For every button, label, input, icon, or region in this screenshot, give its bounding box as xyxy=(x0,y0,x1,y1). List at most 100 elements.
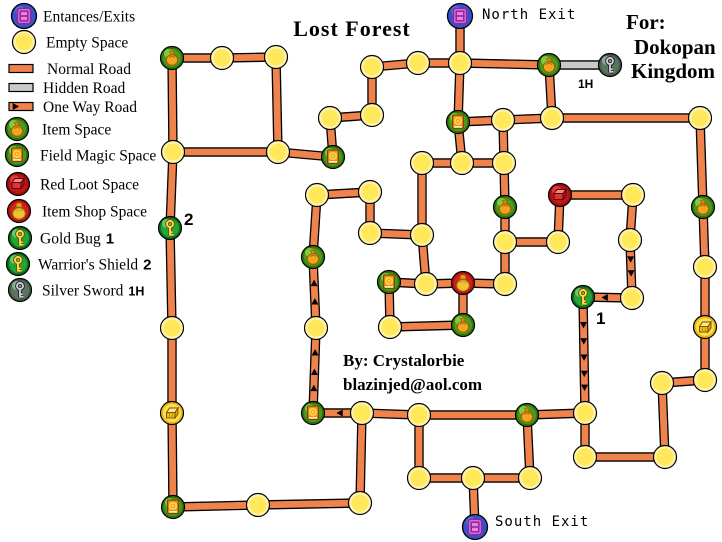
map-node-empty xyxy=(692,367,718,393)
map-label: 2 xyxy=(184,210,193,229)
map-node-empty xyxy=(317,105,343,131)
legend-item-label: Entances/Exits xyxy=(43,9,135,26)
map-node-empty xyxy=(617,227,643,253)
road-oneway xyxy=(308,327,321,414)
map-node-silversword xyxy=(597,52,623,78)
one-way-arrow-icon xyxy=(580,338,588,345)
map-node-fieldmagic xyxy=(160,494,186,520)
map-node-shop xyxy=(450,270,476,296)
roads-layer xyxy=(165,16,710,528)
map-node-empty xyxy=(620,182,646,208)
legend-item-label: Item Shop Space xyxy=(42,204,147,221)
map-node-empty xyxy=(517,465,543,491)
map-node-empty xyxy=(447,50,473,76)
map-node-empty xyxy=(490,107,516,133)
map-node-empty xyxy=(377,314,403,340)
one-way-arrow-icon xyxy=(311,298,319,305)
legend-item-label: One Way Road xyxy=(43,99,137,116)
map-node-empty xyxy=(303,315,329,341)
map-node-empty xyxy=(359,54,385,80)
road-normal xyxy=(271,56,283,153)
map-node-empty xyxy=(159,315,185,341)
one-way-arrow-icon xyxy=(310,279,318,287)
for-line-2: Dokopan xyxy=(634,35,716,59)
map-node-empty xyxy=(245,492,271,518)
map-node-redloot xyxy=(5,171,31,197)
map-node-fieldmagic xyxy=(4,142,30,168)
legend-item-entrance: Entances/Exits xyxy=(10,2,135,30)
map-node-empty xyxy=(572,444,598,470)
map-node-empty xyxy=(649,370,675,396)
map-node-item xyxy=(492,194,518,220)
road-normal xyxy=(172,500,259,512)
legend-item-normal: Normal Road xyxy=(8,61,131,78)
map-node-goldbug xyxy=(7,225,33,251)
map-node-empty xyxy=(460,465,486,491)
map-node-shop xyxy=(6,198,32,224)
map-node-fieldmagic xyxy=(376,269,402,295)
map-node-warriorshield xyxy=(157,215,183,241)
map-node-empty xyxy=(406,465,432,491)
one-way-arrow-icon xyxy=(601,293,608,301)
map-node-empty xyxy=(409,150,435,176)
north-exit-label: North Exit xyxy=(482,7,576,23)
road-normal xyxy=(657,382,670,458)
map-label: 1 xyxy=(596,309,605,328)
road-normal xyxy=(257,498,361,510)
map-node-redloot xyxy=(547,182,573,208)
road-normal xyxy=(167,412,178,508)
map-node-empty xyxy=(413,271,439,297)
one-way-arrow-icon xyxy=(12,103,20,110)
map-node-goldbug xyxy=(570,284,596,310)
one-way-arrow-icon xyxy=(627,256,635,263)
legend-item-fieldmagic: Field Magic Space xyxy=(4,142,156,168)
map-node-empty xyxy=(357,220,383,246)
legend-item-redloot: Red Loot Space xyxy=(5,171,139,197)
road-normal xyxy=(459,58,550,70)
one-way-arrow-icon xyxy=(310,368,318,375)
for-line-3: Kingdom xyxy=(631,59,716,83)
road-normal xyxy=(167,57,178,153)
map-node-empty xyxy=(409,222,435,248)
map-node-goldchest xyxy=(692,314,718,340)
map-node-empty xyxy=(359,102,385,128)
map-node-item xyxy=(536,52,562,78)
map-node-empty xyxy=(619,285,645,311)
one-way-arrow-icon xyxy=(336,409,343,417)
map-node-empty xyxy=(304,182,330,208)
map-node-empty xyxy=(449,150,475,176)
map-node-empty xyxy=(160,139,186,165)
map-node-empty xyxy=(491,150,517,176)
map-node-entrance xyxy=(461,513,489,541)
one-way-arrow-icon xyxy=(580,354,588,361)
legend-item-label: Empty Space xyxy=(46,35,128,52)
map-labels: 2 1 1H xyxy=(184,77,605,328)
credit-email: blazinjed@aol.com xyxy=(343,375,482,394)
map-node-empty xyxy=(692,254,718,280)
legend-item-shop: Item Shop Space xyxy=(6,198,147,224)
road-oneway xyxy=(578,296,590,414)
map-node-empty xyxy=(349,400,375,426)
south-exit-label: South Exit xyxy=(495,514,589,530)
map-node-empty xyxy=(263,44,289,70)
map-node-item xyxy=(514,402,540,428)
map-node-item xyxy=(690,194,716,220)
map-node-silversword xyxy=(7,277,33,303)
legend-item-empty: Empty Space xyxy=(11,29,128,55)
map-node-warriorshield xyxy=(5,251,31,277)
map-label: 1H xyxy=(578,77,593,91)
legend-item-label: Item Space xyxy=(42,122,111,139)
map-node-item xyxy=(4,116,30,142)
road-normal xyxy=(165,151,178,229)
map-node-empty xyxy=(11,29,37,55)
legend-item-label: Red Loot Space xyxy=(40,177,139,194)
map-node-entrance xyxy=(10,2,38,30)
map-node-empty xyxy=(572,400,598,426)
map-node-empty xyxy=(492,271,518,297)
